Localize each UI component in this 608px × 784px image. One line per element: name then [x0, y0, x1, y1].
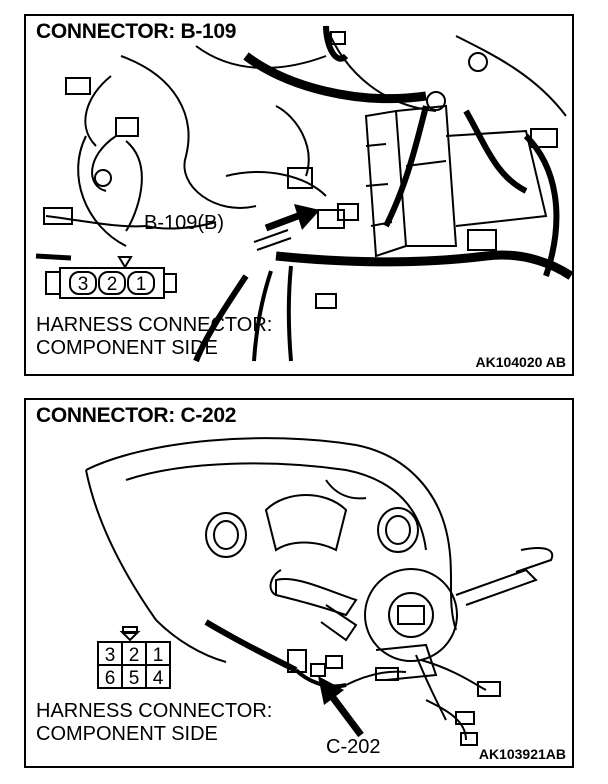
b109-connector-face: 3 2 1	[45, 256, 177, 299]
c202-caption-line1: HARNESS CONNECTOR:	[36, 700, 273, 722]
c202-connector-face: 3 2 1 6 5 4	[97, 626, 171, 689]
b109-caption-line2: COMPONENT SIDE	[36, 337, 218, 359]
c202-pin-3: 3	[105, 645, 116, 666]
c202-pin-4: 4	[153, 668, 164, 689]
c202-pin-2: 2	[129, 645, 140, 666]
b109-caption-line1: HARNESS CONNECTOR:	[36, 314, 273, 336]
connector-b109-title: CONNECTOR: B-109	[36, 20, 237, 43]
c202-callout-label: C-202	[326, 736, 381, 758]
c202-caption-line2: COMPONENT SIDE	[36, 723, 218, 745]
b109-pin-2: 2	[107, 274, 118, 295]
connector-c202-title: CONNECTOR: C-202	[36, 404, 237, 427]
b109-callout-label: B-109(B)	[144, 212, 225, 234]
c202-pin-6: 6	[105, 668, 116, 689]
c202-pointer-arrow	[318, 676, 364, 738]
b109-figure-code: AK104020 AB	[475, 354, 566, 370]
b109-pin-1: 1	[136, 274, 147, 295]
connector-b109-panel: 3 2 1 CONNECTOR: B-109 B-109(B) HARNESS …	[24, 14, 574, 376]
engine-harness-illustration: 3 2 1	[35, 25, 572, 363]
c202-pin-1: 1	[153, 645, 164, 666]
b109-pointer-arrow	[264, 204, 320, 232]
b109-pin-3: 3	[78, 274, 89, 295]
connector-c202-panel: 3 2 1 6 5 4 CONNECTOR: C-202 HARNESS CON…	[24, 398, 574, 768]
c202-pin-5: 5	[129, 668, 140, 689]
c202-figure-code: AK103921AB	[478, 746, 566, 762]
steering-column-illustration: 3 2 1 6 5 4	[85, 437, 554, 746]
